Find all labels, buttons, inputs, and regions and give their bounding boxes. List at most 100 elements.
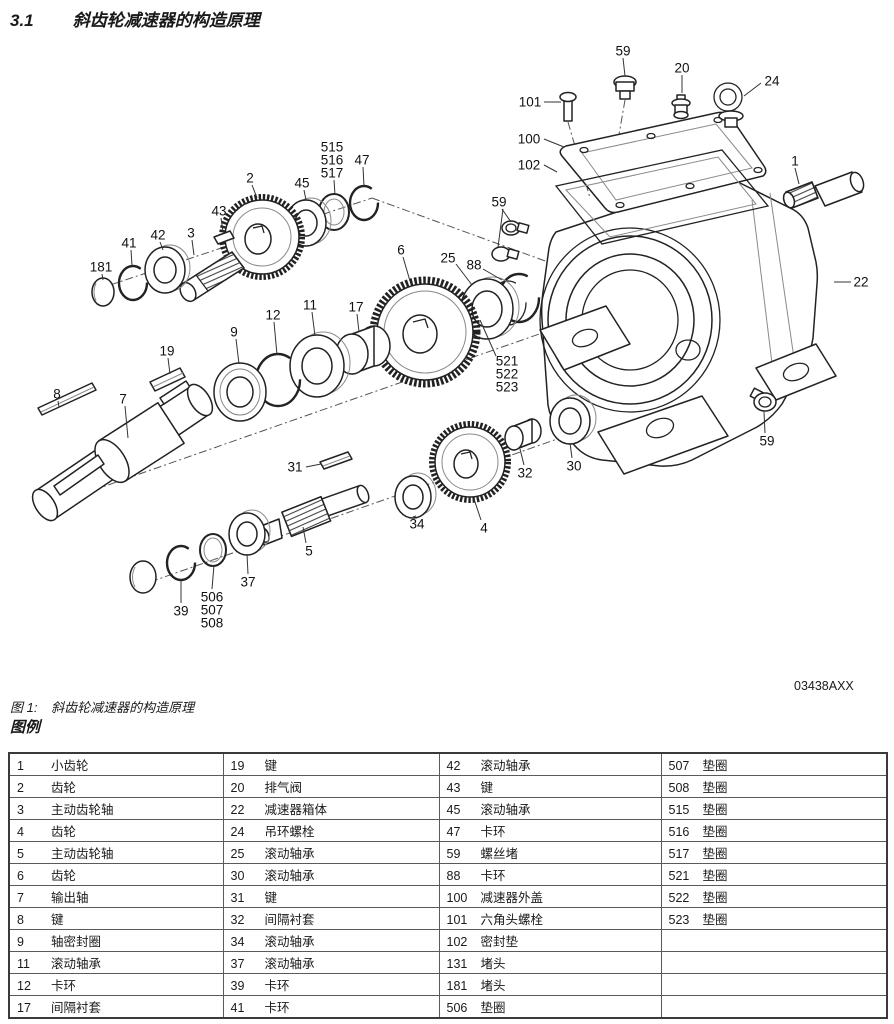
callout-leader-line — [305, 463, 322, 468]
callout-leader-line — [356, 313, 360, 333]
callout-label: 521 — [496, 354, 519, 369]
part-name: 堵头 — [480, 979, 506, 993]
part-number: 30 — [230, 869, 245, 883]
part-name: 主动齿轮轴 — [51, 847, 114, 861]
callout-label: 59 — [491, 195, 506, 210]
part-circlip-39 — [165, 544, 197, 582]
callout-label: 102 — [518, 158, 541, 173]
legend-heading: 图例 — [10, 719, 41, 736]
callout-label: 42 — [150, 228, 165, 243]
callout-label: 43 — [211, 204, 226, 219]
part-number: 521 — [668, 869, 690, 883]
part-circlip-41 — [117, 264, 149, 302]
part-name: 垫圈 — [702, 913, 728, 927]
part-name: 小齿轮 — [51, 759, 89, 773]
callout-leader-line — [482, 268, 503, 281]
callout-label: 59 — [615, 44, 630, 59]
part-bearing-11 — [289, 331, 351, 398]
part-number: 507 — [668, 759, 690, 773]
part-name — [701, 934, 703, 948]
part-name: 卡环 — [480, 869, 506, 883]
callout-label: 19 — [159, 344, 174, 359]
callout-leader-line — [130, 249, 133, 267]
part-number: 22 — [230, 803, 245, 817]
part-number: 523 — [668, 913, 690, 927]
callout-leader-line — [57, 400, 60, 408]
part-name: 滚动轴承 — [51, 957, 102, 971]
part-name: 键 — [51, 913, 64, 927]
part-name: 垫圈 — [702, 825, 728, 839]
callout-label: 37 — [240, 575, 255, 590]
callout-leader-line — [622, 57, 626, 77]
callout-leader-line — [479, 319, 497, 357]
callout-label: 31 — [287, 460, 302, 475]
callout-leader-line — [251, 184, 258, 199]
part-number: 9 — [17, 935, 24, 949]
part-number: 19 — [230, 759, 245, 773]
part-number: 1 — [17, 759, 24, 773]
part-gasket-102 — [554, 149, 770, 245]
part-name: 齿轮 — [51, 825, 77, 839]
part-number: 20 — [230, 781, 245, 795]
callout-label: 39 — [173, 604, 188, 619]
part-number: 101 — [446, 913, 468, 927]
part-name: 垫圈 — [702, 759, 728, 773]
part-number: 25 — [230, 847, 245, 861]
part-number: 7 — [17, 891, 24, 905]
part-name: 间隔衬套 — [264, 913, 315, 927]
callout-leader-line — [235, 338, 240, 365]
callout-leader-line — [473, 498, 482, 521]
part-name: 滚动轴承 — [264, 957, 315, 971]
part-number: 12 — [17, 979, 31, 993]
part-number: 42 — [446, 759, 461, 773]
part-name: 卡环 — [264, 1001, 290, 1015]
part-name: 排气阀 — [264, 781, 303, 795]
part-name: 键 — [264, 891, 278, 905]
part-gear-4 — [429, 421, 511, 503]
part-name: 滚动轴承 — [264, 869, 315, 883]
callout-leader-line — [191, 239, 195, 256]
callout-label: 25 — [440, 251, 455, 266]
callout-label: 41 — [121, 236, 136, 251]
callout-leader-line — [455, 263, 473, 286]
part-number: 517 — [668, 847, 690, 861]
callout-leader-line — [543, 164, 558, 173]
part-name: 卡环 — [264, 979, 290, 993]
legend-cell: 20 排气阀 — [222, 775, 440, 798]
part-bearing-30 — [549, 394, 597, 445]
part-name — [701, 978, 703, 992]
callout-leader-line — [743, 82, 762, 97]
callout-label: 20 — [674, 61, 689, 76]
figure-code: 03438AXX — [794, 679, 854, 693]
legend-cell: 507 垫圈 — [660, 752, 888, 776]
callout-label: 507 — [201, 603, 224, 618]
callout-leader-line — [220, 217, 224, 233]
part-number: 8 — [17, 913, 24, 927]
callout-leader-line — [794, 167, 800, 185]
part-name: 卡环 — [480, 825, 506, 839]
callout-leader-line — [246, 553, 249, 575]
part-name: 齿轮 — [51, 869, 77, 883]
legend-cell: 523 垫圈 — [660, 907, 888, 930]
callout-label: 9 — [230, 325, 238, 340]
